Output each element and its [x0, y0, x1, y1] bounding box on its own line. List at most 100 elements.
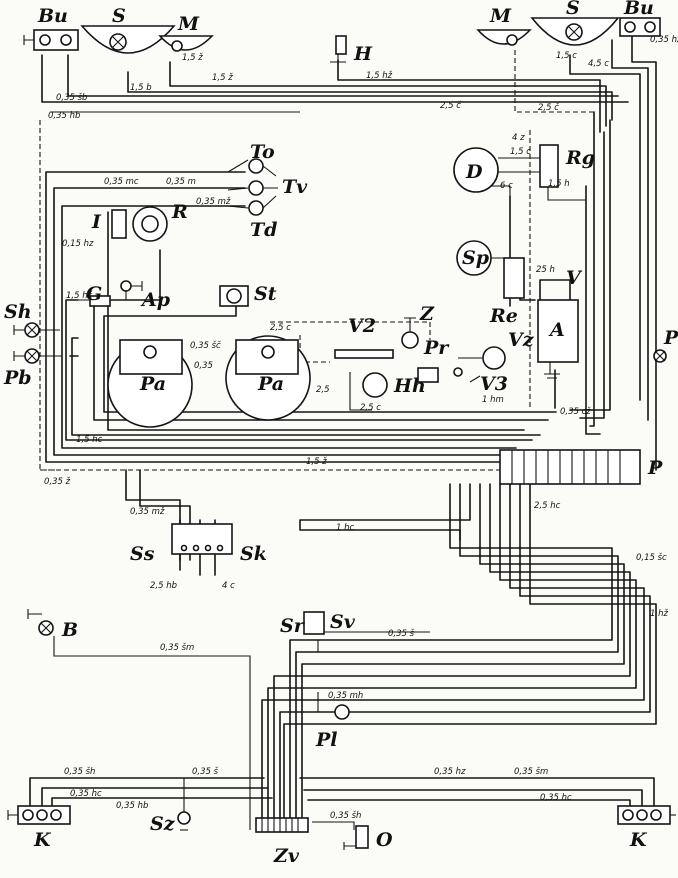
label-b: B	[61, 619, 78, 641]
relay-pr	[417, 367, 439, 383]
wire-code: 0,15 šc	[636, 552, 667, 563]
label-sr: Sr	[280, 615, 306, 637]
label-sk: Sk	[240, 543, 267, 565]
label-v2: V2	[348, 315, 376, 337]
switch-st	[219, 285, 249, 307]
top-harness	[41, 29, 657, 471]
relay-re	[503, 257, 525, 299]
label-st: St	[254, 283, 277, 305]
switch-v2	[334, 349, 394, 359]
wire-code: 0,35 š	[192, 766, 219, 777]
wire-code: 0,35 cž	[560, 407, 591, 417]
wire-code: 1,5 b	[130, 83, 152, 93]
wire-code: 0,35 mh	[328, 691, 363, 701]
wire-code: 1,5 c	[510, 147, 531, 157]
battery-a	[537, 299, 579, 379]
label-sv: Sv	[330, 611, 356, 633]
wire-code: 0,35 mž	[196, 197, 231, 207]
label-v: V	[566, 267, 583, 289]
bu-right-connector	[619, 17, 661, 37]
dynamo-d	[453, 144, 586, 201]
wire-code: 0,35 hz	[650, 35, 678, 45]
label-pb: Pb	[3, 367, 32, 389]
lamp-b	[27, 609, 54, 636]
label-i: I	[91, 211, 102, 233]
label-tv: Tv	[282, 176, 308, 198]
connector-zv	[255, 817, 309, 833]
wire-code: 0,15 hz	[62, 239, 94, 249]
label-to: To	[250, 141, 275, 163]
wire-code: 2,5 č	[440, 100, 461, 111]
lamp-ap	[120, 280, 143, 300]
switch-sr-sv	[303, 611, 325, 635]
label-h: H	[353, 43, 373, 65]
bu-left-connector	[23, 29, 79, 51]
wire-code: 0,35 mc	[104, 177, 139, 187]
wire-code: 0,35 hb	[116, 801, 148, 811]
wire-code: 2,5 č	[538, 102, 559, 113]
headlight-s-right	[530, 17, 620, 46]
label-bu-right: Bu	[623, 0, 654, 19]
switch-pa-right	[225, 335, 311, 421]
lamp-pl-right	[653, 349, 667, 363]
wire-code: 0,35 hc	[540, 793, 572, 803]
ignition-switch-i	[111, 209, 127, 239]
horn-hh	[349, 372, 388, 411]
wire-code: 0,35 ž	[44, 477, 71, 487]
wire-code: 2,5 hc	[534, 501, 561, 511]
label-td: Td	[250, 219, 277, 241]
label-v3: V3	[480, 373, 508, 395]
wire-code: 1,5 h	[548, 179, 570, 189]
wire-code: 1,5 ž	[182, 53, 203, 63]
wire-code: 25 h	[536, 265, 555, 275]
wire-code: 4 z	[512, 133, 525, 143]
label-sz: Sz	[150, 813, 176, 835]
label-d: D	[465, 161, 483, 183]
wire-code: 2,5	[316, 385, 330, 395]
wire-code: 0,35 šh	[64, 766, 95, 777]
label-o: O	[376, 829, 393, 851]
wire-code: 0,35 šb	[56, 92, 87, 103]
headlight-s-left	[80, 25, 176, 54]
wire-code: 0,35 hc	[70, 789, 102, 799]
label-pa-left: Pa	[139, 373, 166, 395]
lamp-k-right	[617, 805, 676, 825]
label-s-right: S	[566, 0, 580, 19]
label-rg: Rg	[565, 147, 595, 169]
label-p: P	[647, 457, 663, 479]
horn-vz	[453, 346, 506, 377]
wire-code: 2,5 c	[360, 403, 381, 413]
wire-code: 0,35 šh	[330, 810, 361, 821]
switch-z	[401, 317, 419, 349]
starter-sp	[456, 240, 508, 276]
label-ss: Ss	[130, 543, 155, 565]
label-pa-right: Pa	[257, 373, 284, 395]
lower-harness	[53, 469, 657, 831]
wire-code: 4 c	[222, 581, 235, 591]
wire-code: 1,5 hc	[76, 435, 103, 445]
wire-code: 1 hc	[336, 523, 354, 533]
wire-code: 0,35 hz	[434, 767, 466, 777]
label-m-right: M	[489, 5, 512, 27]
wire-code: 1,5 ž	[212, 73, 233, 83]
gauge-cluster-to-tv-td	[227, 158, 278, 216]
label-sh: Sh	[4, 301, 32, 323]
junction-block-p	[499, 449, 641, 485]
wire-code: 0,35 šč	[190, 340, 221, 351]
label-ap: Ap	[140, 289, 171, 311]
wire-code: 0,35 m	[166, 177, 196, 187]
label-k-right: K	[629, 829, 648, 851]
label-sp: Sp	[462, 247, 490, 269]
horn-h	[330, 35, 347, 63]
marker-m-right	[476, 29, 532, 46]
wire-code: 2,5 hb	[150, 581, 177, 591]
label-pl-right: Pl	[663, 327, 678, 349]
switch-ss-sk	[171, 523, 233, 555]
wire-code: 2,5 c	[270, 323, 291, 333]
label-r: R	[171, 201, 188, 223]
label-vz: Vz	[508, 329, 535, 351]
switch-pa-left	[107, 339, 193, 428]
marker-m-left	[158, 35, 214, 52]
